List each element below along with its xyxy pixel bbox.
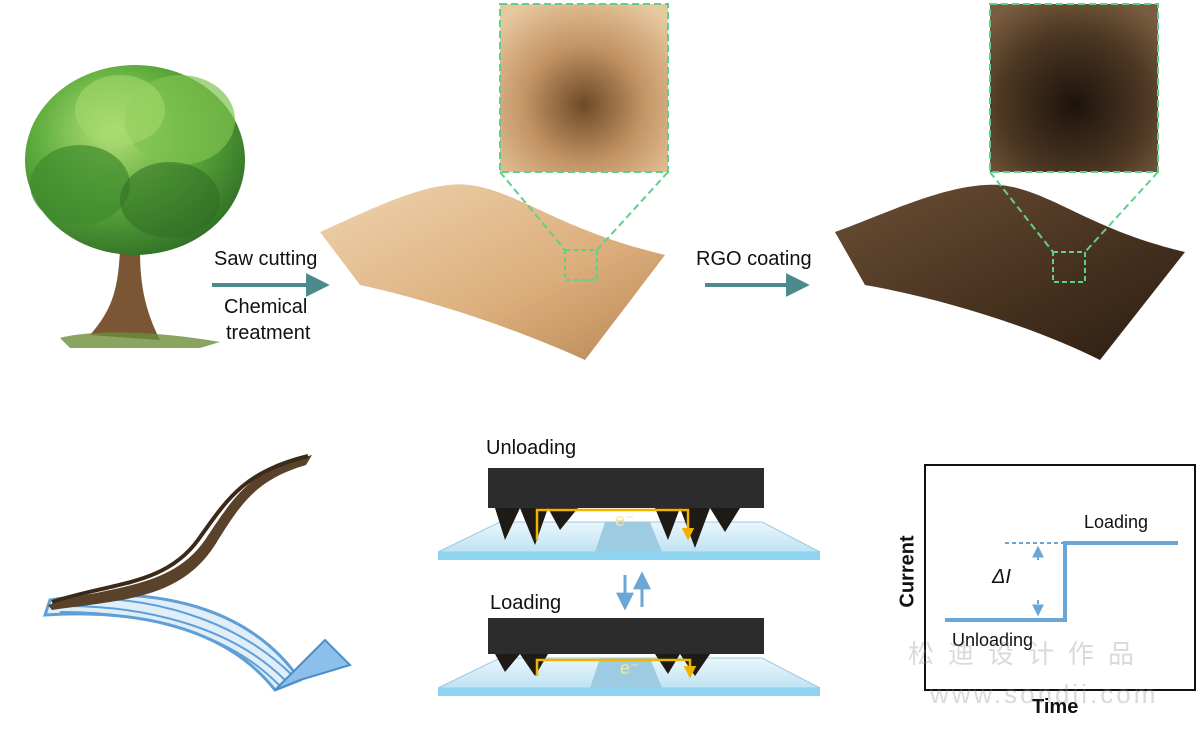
step2-label: RGO coating (696, 248, 812, 270)
current-step-line (945, 541, 1178, 622)
plot-xlabel: Time (1032, 696, 1079, 718)
rgo-zoom-inset (989, 3, 1159, 283)
plot-ylabel: Current (896, 535, 919, 608)
plot-frame (924, 464, 1196, 691)
step1-label-line1: Saw cutting (214, 248, 318, 270)
flexible-sensor-illustration (42, 454, 352, 692)
wood-sponge-sheet (320, 184, 665, 360)
step1-label-line3: treatment (226, 322, 311, 344)
unloading-state-label: Unloading (486, 437, 577, 459)
step1-label-line2: Chemical (224, 296, 308, 318)
loading-schematic (437, 618, 821, 696)
rgo-coated-sheet (835, 184, 1185, 360)
wood-zoom-inset (499, 3, 669, 281)
plot-low-label: Unloading (952, 630, 1034, 650)
watermark-line1: 松迪设计作品 (908, 639, 1149, 669)
electron-label-top: e⁻ (615, 510, 635, 530)
plot-delta-label: ΔI (992, 566, 1011, 588)
watermark-line2: www.sondii.com (930, 679, 1159, 709)
plot-high-label: Loading (1084, 512, 1149, 532)
electron-label-bottom: e⁻ (620, 658, 640, 678)
loading-state-label: Loading (490, 592, 562, 614)
current-time-plot (924, 464, 1196, 691)
tree-illustration (25, 65, 245, 348)
unloading-schematic (437, 468, 821, 560)
